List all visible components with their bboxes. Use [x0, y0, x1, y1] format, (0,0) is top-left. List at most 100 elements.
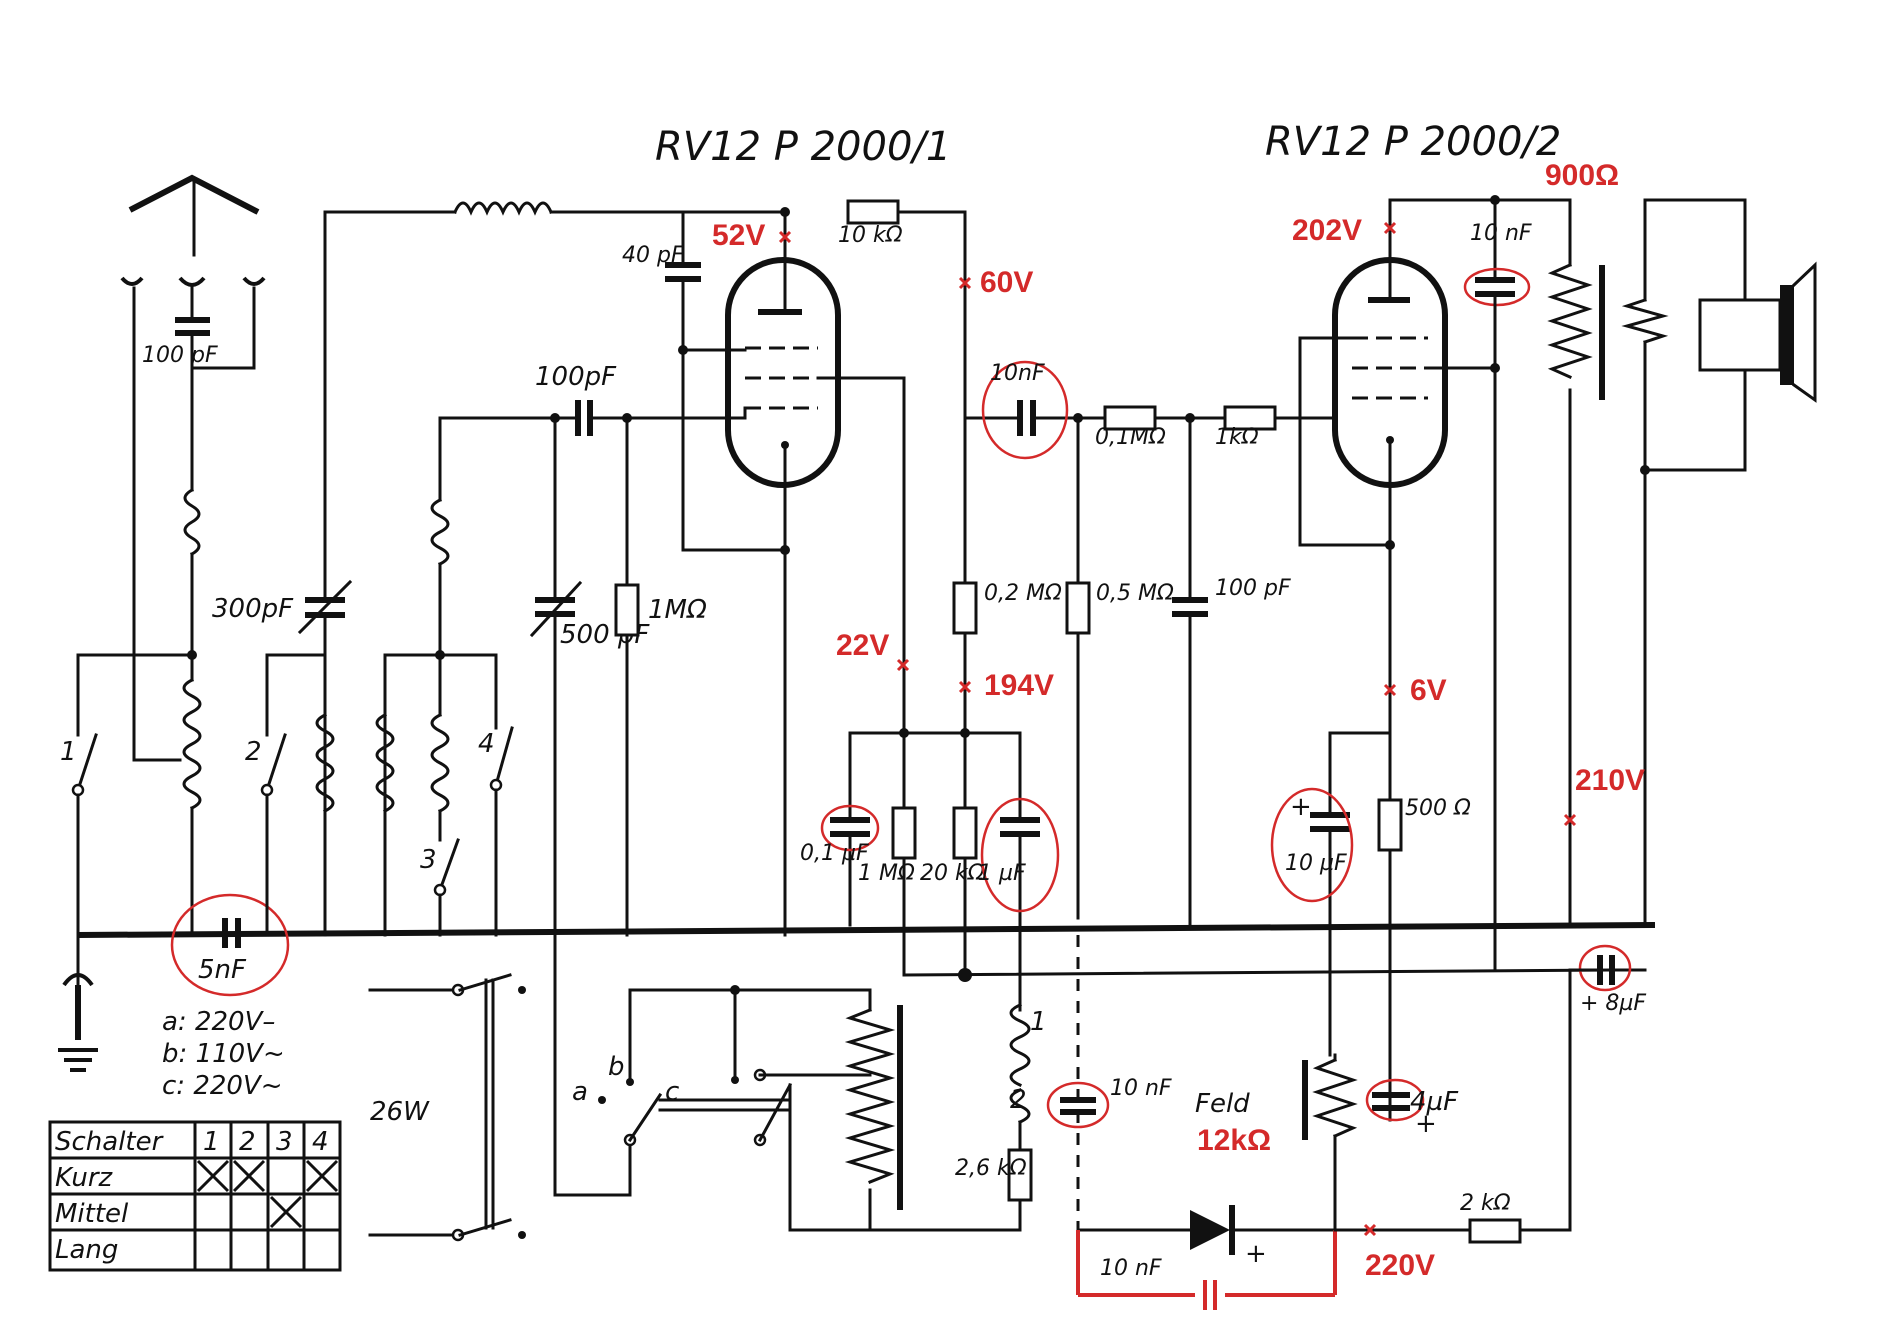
input-coil [132, 650, 202, 937]
tube-1: RV12 P 2000/1 [655, 124, 951, 937]
band-coil-a [315, 712, 335, 814]
legend-c: c: 220V~ [162, 1071, 283, 1101]
label-power: 26W [370, 1097, 430, 1127]
label-r-2k: 2 kΩ [1460, 1191, 1511, 1216]
label-c10uf-plus: + [1290, 792, 1312, 822]
marker-6v [1383, 683, 1397, 697]
table-mark-x [196, 1159, 230, 1193]
switch-1: 1 [60, 653, 194, 937]
resistor-1m-grid: 1MΩ [614, 416, 707, 937]
label-r-01m: 0,1MΩ [1095, 425, 1166, 450]
tube-2-wiring: 10 nF [1298, 195, 1572, 972]
label-switch-4: 4 [478, 729, 495, 759]
legend-b: b: 110V~ [162, 1039, 285, 1069]
label-c-8uf: + 8µF [1580, 991, 1646, 1016]
table-header-1: 1 [203, 1127, 220, 1157]
voltage-annotations: 52V 60V 202V 900Ω 22V 194V 6V 210V 220V … [712, 159, 1645, 1282]
earth-symbol [58, 933, 98, 1072]
resistor-0-5m: 0,5 MΩ [1065, 581, 1174, 635]
marker-220v [1363, 1223, 1377, 1237]
marker-210v [1563, 813, 1577, 827]
grid-line: 100pF [438, 362, 747, 436]
label-c-10nf-diode: 10 nF [1100, 1256, 1162, 1281]
label-sel-a: a [572, 1077, 588, 1107]
label-r-plate1: 10 kΩ [838, 223, 903, 248]
band-coil-b [375, 653, 442, 937]
variable-capacitor-500pf: 500 pF [529, 416, 650, 937]
table-row-label-mittel: Mittel [55, 1199, 129, 1229]
mains-legend: a: 220V– b: 110V~ c: 220V~ [162, 1007, 285, 1101]
table-marks [196, 1159, 339, 1229]
annotation-220v: 220V [1365, 1249, 1435, 1282]
table-mark-x [269, 1195, 303, 1229]
label-switch-2: 2 [245, 737, 262, 767]
capacitor-8uf: + 8µF [1568, 944, 1647, 1016]
label-feld: Feld [1195, 1089, 1250, 1119]
label-r-02m: 0,2 MΩ [984, 581, 1062, 606]
plate-wiring-tube-1: 40 pF [622, 207, 906, 817]
cathode-network-2: 10 µF + 500 Ω [1270, 731, 1471, 1122]
field-coil: Feld [1195, 1053, 1358, 1232]
table-row-label-lang: Lang [55, 1235, 118, 1265]
output-transformer [1547, 198, 1747, 927]
bias-network: 0,1 µF 1 MΩ 20 kΩ 1 µF [800, 728, 1060, 1012]
variable-capacitor-300pf: 300pF [212, 210, 353, 937]
capacitor-4uf: 4µF + [1365, 1078, 1459, 1139]
label-r-1m-b: 1 MΩ [858, 861, 915, 886]
label-sel-c: c [665, 1077, 679, 1107]
capacitor-10nf-mid: 10 nF [1046, 935, 1172, 1230]
resistor-10k: 10 kΩ [838, 199, 967, 585]
voltage-selector: a b c [553, 933, 872, 1232]
resistor-1k: 1kΩ [1185, 405, 1337, 450]
annotation-60v: 60V [980, 266, 1033, 299]
label-coil-1: 1 [1030, 1007, 1047, 1037]
resistor-2k: 2 kΩ [1333, 968, 1572, 1244]
table-mark-x [232, 1159, 266, 1193]
label-c-01uf: 0,1 µF [800, 841, 869, 866]
annotation-210v: 210V [1575, 764, 1645, 797]
label-c-1uf: 1 µF [978, 861, 1026, 886]
marker-52v [778, 230, 792, 244]
table-header-2: 2 [239, 1127, 256, 1157]
label-switch-3: 3 [420, 845, 437, 875]
antenna-capacitor: 100 pF [142, 317, 218, 492]
annotation-900ohm: 900Ω [1545, 159, 1619, 192]
mains-transformer [808, 988, 1022, 1232]
band-coil-c [430, 416, 450, 842]
label-r-500: 500 Ω [1405, 796, 1471, 821]
annotation-6v: 6V [1410, 674, 1447, 707]
table-header-schalter: Schalter [55, 1127, 165, 1157]
label-r-1k: 1kΩ [1215, 425, 1259, 450]
annotation-202v: 202V [1292, 214, 1362, 247]
table-row-label-kurz: Kurz [55, 1163, 114, 1193]
switch-2: 2 [245, 653, 327, 937]
label-diode-plus: + [1245, 1239, 1267, 1269]
capacitor-10nf-coupling: 10nF [963, 360, 1107, 460]
annotation-feld-12k: 12kΩ [1197, 1124, 1271, 1157]
label-c-couple: 10nF [990, 361, 1045, 386]
label-c4uf-plus: + [1415, 1109, 1437, 1139]
label-tube-1: RV12 P 2000/1 [655, 124, 951, 170]
annotation-22v: 22V [836, 629, 889, 662]
resistor-0-1m: 0,1MΩ [1073, 405, 1227, 920]
label-c-5nf: 5nF [198, 955, 247, 985]
label-c-10nf-p2: 10 nF [1470, 221, 1532, 246]
annotation-194v: 194V [984, 669, 1054, 702]
label-c-ant: 100 pF [142, 343, 218, 368]
label-r-20k: 20 kΩ [920, 861, 985, 886]
return-bus [902, 968, 1612, 977]
label-c-4uf: 4µF [1410, 1087, 1459, 1117]
antenna-coil [183, 487, 201, 657]
ground-bus [77, 922, 1656, 938]
switch-table: Schalter 1 2 3 4 Kurz Mittel Lang [48, 1120, 342, 1272]
mains-switch: 26W [368, 973, 526, 1242]
resistor-0-2m: 0,2 MΩ [952, 581, 1062, 812]
label-c-10uf: 10 µF [1285, 851, 1347, 876]
capacitor-10nf-diode: 10 nF [1076, 1230, 1337, 1310]
antenna [120, 174, 266, 762]
speaker-icon [1698, 198, 1817, 472]
table-header-3: 3 [276, 1127, 293, 1157]
annotation-52v: 52V [712, 219, 765, 252]
capacitor-5nf: 5nF [170, 893, 290, 997]
